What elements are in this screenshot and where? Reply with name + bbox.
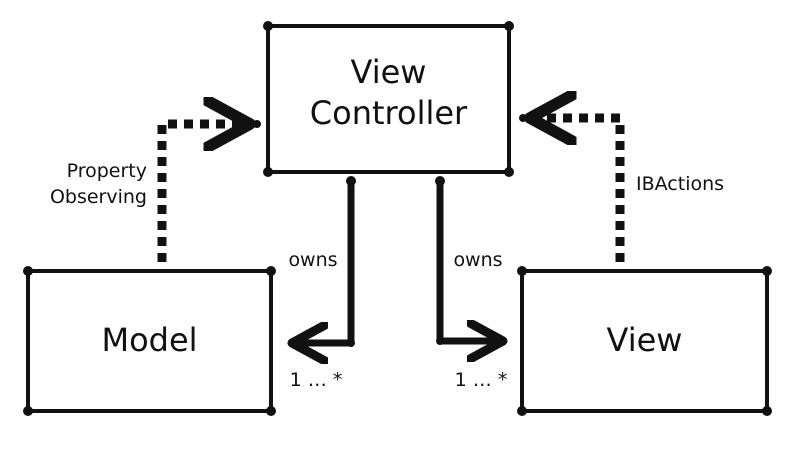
model-box: Model [23, 266, 276, 416]
owns-model-arrow [292, 176, 356, 347]
view-controller-label-line2: Controller [310, 94, 468, 132]
property-observing-label-line1: Property [67, 160, 147, 182]
owns-model-multiplicity: 1 … * [290, 369, 343, 391]
owns-model-label: owns [288, 249, 337, 271]
model-label: Model [101, 321, 197, 359]
view-controller-box: View Controller [263, 21, 514, 177]
owns-view-label: owns [453, 249, 502, 271]
view-controller-label-line1: View [351, 53, 427, 91]
owns-view-arrow [435, 176, 503, 345]
property-observing-arrow [157, 120, 261, 262]
owns-view-multiplicity: 1 … * [455, 369, 508, 391]
property-observing-label-line2: Observing [50, 186, 147, 208]
view-label: View [607, 321, 683, 359]
ibactions-label: IBActions [636, 173, 724, 195]
view-box: View [517, 266, 772, 416]
ibactions-arrow [519, 114, 625, 262]
